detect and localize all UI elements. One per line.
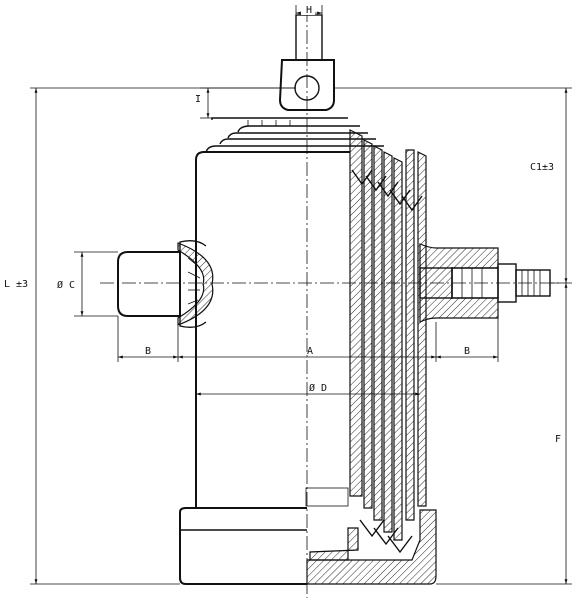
label-b-left: B bbox=[145, 346, 151, 357]
label-c: Ø C bbox=[57, 279, 75, 291]
centerlines bbox=[100, 8, 560, 598]
label-h: H bbox=[306, 5, 312, 16]
label-l: L ±3 bbox=[4, 279, 28, 290]
label-d: Ø D bbox=[309, 382, 327, 394]
label-b-right: B bbox=[464, 346, 470, 357]
section-view bbox=[306, 129, 437, 585]
cylinder-base bbox=[179, 507, 307, 585]
dimensions bbox=[30, 5, 572, 585]
left-trunnion bbox=[117, 239, 214, 329]
dimension-labels: H I C1±3 L ±3 Ø C B A B Ø D F bbox=[2, 4, 564, 445]
label-a: A bbox=[307, 346, 313, 357]
label-f: F bbox=[555, 434, 561, 445]
label-i: I bbox=[195, 94, 201, 105]
cylinder-body bbox=[195, 151, 350, 509]
label-c1: C1±3 bbox=[530, 162, 554, 173]
